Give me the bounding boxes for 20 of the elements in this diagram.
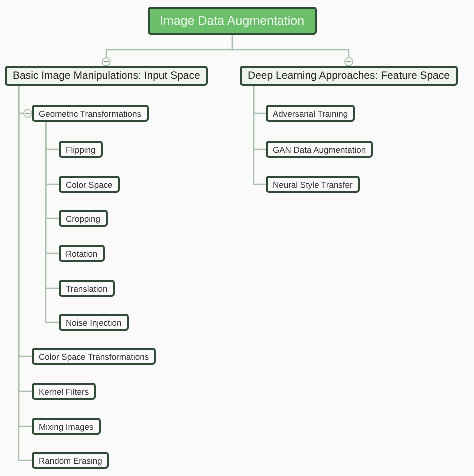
topic-box: Adversarial Training (266, 105, 356, 122)
topic-box: Neural Style Transfer (266, 176, 360, 193)
topic-box: Rotation (59, 245, 105, 262)
topic-box: Color Space Transformations (32, 348, 156, 365)
topic-box: Random Erasing (32, 452, 110, 469)
topic-box: Cropping (59, 210, 108, 227)
topic-box: Geometric Transformations (32, 105, 149, 122)
root-topic-box: Image Data Augmentation (148, 7, 317, 35)
connector-line (45, 122, 59, 324)
topic-box: Deep Learning Approaches: Feature Space (240, 66, 458, 86)
topic-box: Flipping (59, 141, 103, 158)
topic-box: Translation (59, 280, 115, 297)
topic-box: Noise Injection (59, 314, 129, 331)
topic-box: Kernel Filters (32, 383, 96, 400)
connector-line (232, 35, 354, 66)
topic-box: Mixing Images (32, 418, 101, 435)
topic-box: Color Space (59, 176, 120, 193)
connector-line (253, 86, 266, 186)
topic-box: Basic Image Manipulations: Input Space (5, 66, 208, 86)
topic-box: GAN Data Augmentation (266, 141, 374, 158)
